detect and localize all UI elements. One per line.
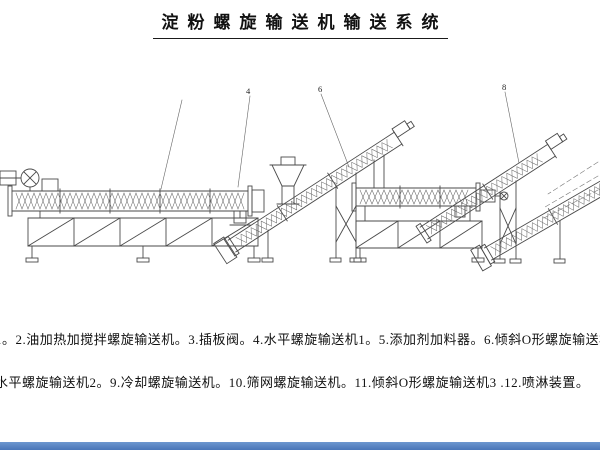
callout-labels: 4 6 8	[246, 82, 506, 96]
callout-leader-8	[504, 91, 520, 164]
feed-hopper	[269, 156, 307, 205]
leader-dashed-lines	[541, 161, 599, 220]
discharge-chute-right	[454, 205, 466, 218]
screw-flights-left	[15, 192, 245, 210]
callout-label-6: 6	[318, 84, 322, 94]
drive-motor-left	[0, 168, 40, 192]
support-frame-1	[261, 172, 362, 263]
bottom-accent-bar	[0, 442, 600, 450]
inclined-conveyor-2	[415, 132, 568, 244]
conveyor-left	[0, 168, 253, 226]
callout-leader-6	[320, 93, 350, 168]
inclined-conveyor-3	[470, 172, 600, 272]
page-title-text: 淀粉螺旋输送机输送系统	[152, 8, 448, 39]
conveyor-right	[351, 182, 509, 218]
drive-motor-incline-2	[544, 132, 568, 150]
caption-line-1: 1。2.油加热加搅拌螺旋输送机。3.插板阀。4.水平螺旋输送机1。5.添加剂加料…	[0, 332, 600, 347]
callout-leaders	[160, 91, 520, 190]
callout-label-8: 8	[502, 82, 506, 92]
legend-caption: 1。2.油加热加搅拌螺旋输送机。3.插板阀。4.水平螺旋输送机1。5.添加剂加料…	[0, 331, 600, 417]
drive-motor-incline-1	[391, 120, 415, 138]
discharge-chute-1	[373, 154, 385, 188]
page-title: 淀粉螺旋输送机输送系统	[0, 8, 600, 39]
callout-leader-2	[160, 99, 183, 190]
callout-label-4: 4	[246, 86, 251, 96]
truss-right	[353, 205, 485, 263]
support-frame-3	[553, 220, 566, 264]
callout-leader-4	[237, 95, 251, 188]
drive-motor-right	[479, 189, 509, 203]
truss-left	[25, 210, 261, 263]
slide-valve	[251, 189, 265, 213]
caption-line-2: 水平螺旋输送机2。9.冷却螺旋输送机。10.筛网螺旋输送机。11.倾斜O形螺旋输…	[0, 375, 590, 390]
inlet-box-left	[41, 178, 59, 192]
screw-flights-left-2	[15, 192, 245, 210]
system-diagram: 4 6 8	[0, 82, 600, 272]
